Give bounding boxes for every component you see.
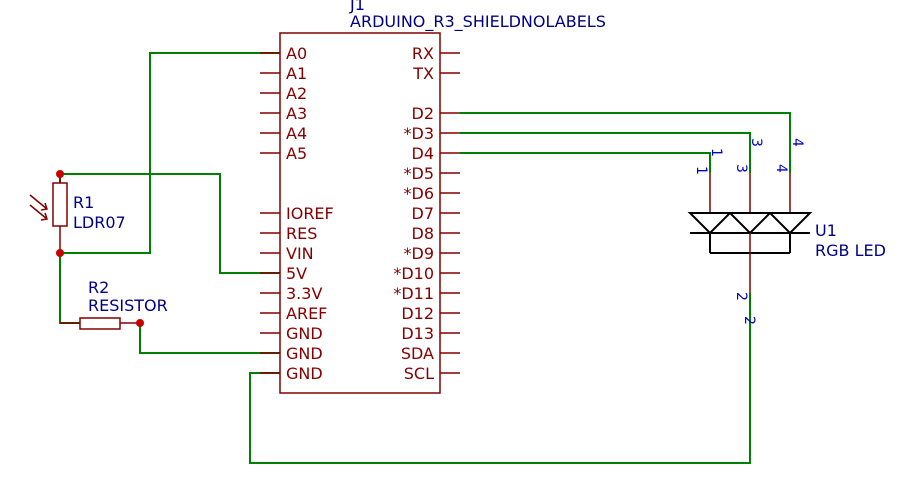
arduino-pin-label-right-3: D2 bbox=[412, 104, 435, 123]
arduino-pin-label-left-1: A1 bbox=[286, 64, 307, 83]
arduino-pin-label-left-3: A3 bbox=[286, 104, 307, 123]
arduino-ref-label: J1 bbox=[349, 0, 365, 14]
arduino-pin-label-right-9: D8 bbox=[412, 224, 435, 243]
arduino-pin-label-right-14: D13 bbox=[401, 324, 434, 343]
arduino-pin-label-left-2: A2 bbox=[286, 84, 307, 103]
ldr-value-label: LDR07 bbox=[73, 213, 126, 232]
arduino-pin-label-left-4: A4 bbox=[286, 124, 307, 143]
arduino-pins: A0A1A2A3A4A5IOREFRESVIN5V3.3VAREFGNDGNDG… bbox=[260, 44, 460, 383]
wire-d2-led[interactable] bbox=[460, 112, 791, 173]
arduino-pin-label-right-15: SDA bbox=[401, 344, 434, 363]
arduino-pin-label-left-12: 3.3V bbox=[286, 284, 322, 303]
led-pin-number-1b: 1 bbox=[693, 166, 709, 175]
arduino-pin-label-right-11: *D10 bbox=[393, 264, 434, 283]
arduino-pin-label-left-16: GND bbox=[286, 364, 323, 383]
arduino-pin-label-left-5: A5 bbox=[286, 144, 307, 163]
arduino-pin-label-right-13: D12 bbox=[401, 304, 434, 323]
junction-r2-right bbox=[136, 319, 144, 327]
arduino-pin-label-left-9: RES bbox=[286, 224, 317, 243]
arduino-pin-label-right-16: SCL bbox=[404, 364, 434, 383]
resistor-value-label: RESISTOR bbox=[88, 296, 168, 315]
arduino-pin-label-left-11: 5V bbox=[286, 264, 307, 283]
wire-r2-gnd[interactable] bbox=[139, 323, 280, 354]
resistor-body bbox=[79, 317, 121, 330]
wire-a0-ldr[interactable] bbox=[60, 52, 280, 254]
arduino-pin-label-right-6: *D5 bbox=[404, 164, 435, 183]
junction-ldr-top bbox=[56, 170, 64, 178]
led-ref-label: U1 bbox=[815, 221, 837, 240]
led-pin-number-3b: 3 bbox=[733, 164, 749, 173]
rgb-led-component[interactable]: 1 1 3 3 4 4 2 2 U1 RGB LED bbox=[687, 138, 886, 325]
led-pin-number-2a: 2 bbox=[733, 292, 749, 301]
ldr-body bbox=[52, 182, 68, 227]
resistor-ref-label: R2 bbox=[88, 278, 109, 297]
arduino-pin-label-left-14: GND bbox=[286, 324, 323, 343]
led-pin-number-3a: 3 bbox=[748, 138, 764, 147]
led-pin-number-2b: 2 bbox=[741, 316, 757, 325]
ldr-ref-label: R1 bbox=[73, 193, 94, 212]
arduino-pin-label-right-0: RX bbox=[412, 44, 434, 63]
wire-d3-led[interactable] bbox=[460, 132, 751, 173]
arduino-pin-label-right-1: TX bbox=[412, 64, 434, 83]
light-arrows-icon bbox=[29, 194, 48, 221]
led-pin-number-1a: 1 bbox=[708, 148, 724, 157]
junction-ldr-bottom bbox=[56, 249, 64, 257]
arduino-pin-label-left-10: VIN bbox=[286, 244, 314, 263]
resistor-component[interactable]: R2 RESISTOR bbox=[60, 278, 168, 330]
led-value-label: RGB LED bbox=[815, 241, 886, 260]
arduino-pin-label-left-13: AREF bbox=[286, 304, 327, 323]
arduino-value-label: ARDUINO_R3_SHIELDNOLABELS bbox=[350, 12, 606, 32]
arduino-pin-label-left-8: IOREF bbox=[286, 204, 334, 223]
arduino-pin-label-right-5: D4 bbox=[412, 144, 435, 163]
arduino-pin-label-right-12: *D11 bbox=[393, 284, 434, 303]
wire-ldr-r2[interactable] bbox=[59, 253, 80, 324]
arduino-pin-label-right-7: *D6 bbox=[404, 184, 435, 203]
arduino-pin-label-right-8: D7 bbox=[412, 204, 435, 223]
arduino-pin-label-right-10: *D9 bbox=[404, 244, 435, 263]
ldr-component[interactable]: R1 LDR07 bbox=[29, 174, 126, 253]
arduino-pin-label-right-4: *D3 bbox=[404, 124, 435, 143]
led-diode-1 bbox=[687, 212, 733, 235]
arduino-pin-label-left-15: GND bbox=[286, 344, 323, 363]
led-pin-number-4b: 4 bbox=[773, 164, 789, 173]
led-diode-3 bbox=[767, 212, 813, 235]
arduino-pin-label-left-0: A0 bbox=[286, 44, 307, 63]
arduino-component[interactable]: J1 ARDUINO_R3_SHIELDNOLABELS A0A1A2A3A4A… bbox=[260, 0, 606, 394]
led-diode-2 bbox=[727, 212, 773, 235]
wire-d4-led[interactable] bbox=[460, 152, 711, 173]
led-pin-number-4a: 4 bbox=[789, 138, 805, 147]
